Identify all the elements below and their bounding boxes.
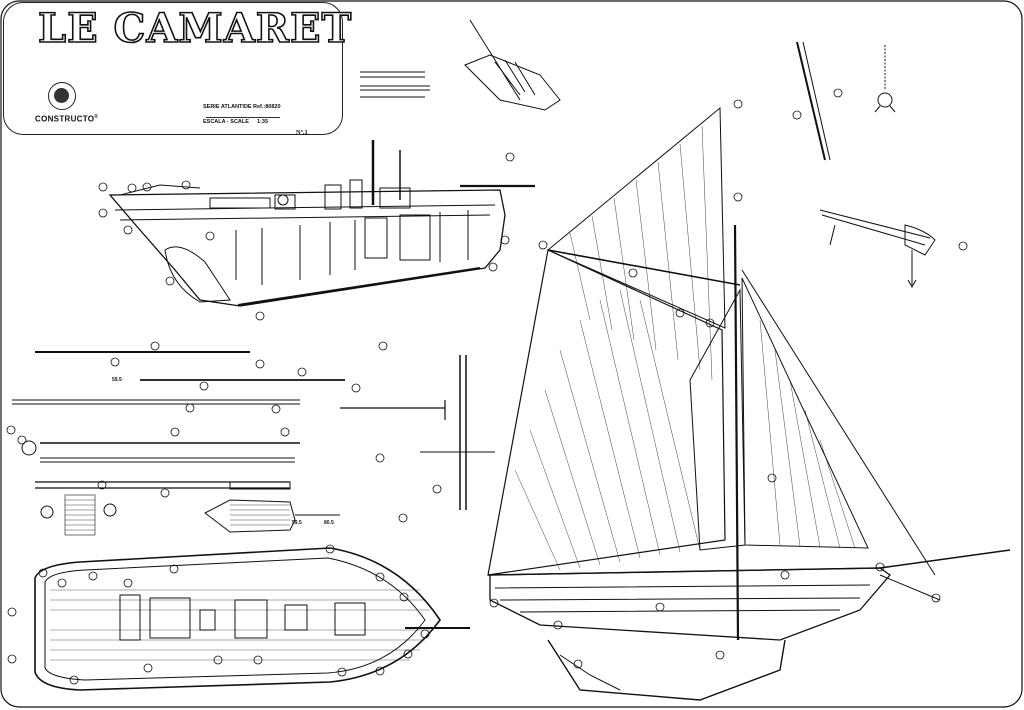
- rod-parts: [360, 71, 430, 98]
- dimension-note-a: 59.5: [292, 520, 302, 526]
- constructo-logo-icon: [48, 82, 76, 110]
- scale-value: 1:35: [257, 119, 269, 125]
- brand-name: CONSTRUCTO®: [35, 114, 99, 124]
- title-cartouche: LE CAMARET CONSTRUCTO® SERIE ATLANTIDE R…: [3, 2, 352, 136]
- series-label: SERIE ATLANTIDE: [203, 104, 252, 110]
- meta-divider: [206, 117, 280, 118]
- stem-fitting-detail: [464, 19, 561, 111]
- model-title: LE CAMARET: [37, 4, 353, 53]
- spar-details-top-right: [796, 41, 896, 161]
- spar-parts-list: [12, 351, 495, 536]
- hull-section-view: [108, 140, 535, 307]
- scale-label: ESCALA - SCALE: [203, 119, 249, 125]
- series-ref: Ref.:80820: [253, 104, 281, 110]
- dimension-note: 59.5: [112, 377, 122, 383]
- sail-plan: [487, 106, 1011, 701]
- dimension-note-b: 80.5: [324, 520, 334, 526]
- plate-number: Nº.1: [296, 129, 308, 136]
- deck-plan-view: [34, 547, 470, 691]
- gaff-jaw-detail: [819, 209, 936, 289]
- callout-markers: [6, 88, 968, 685]
- sailcloth-seams: [514, 125, 856, 571]
